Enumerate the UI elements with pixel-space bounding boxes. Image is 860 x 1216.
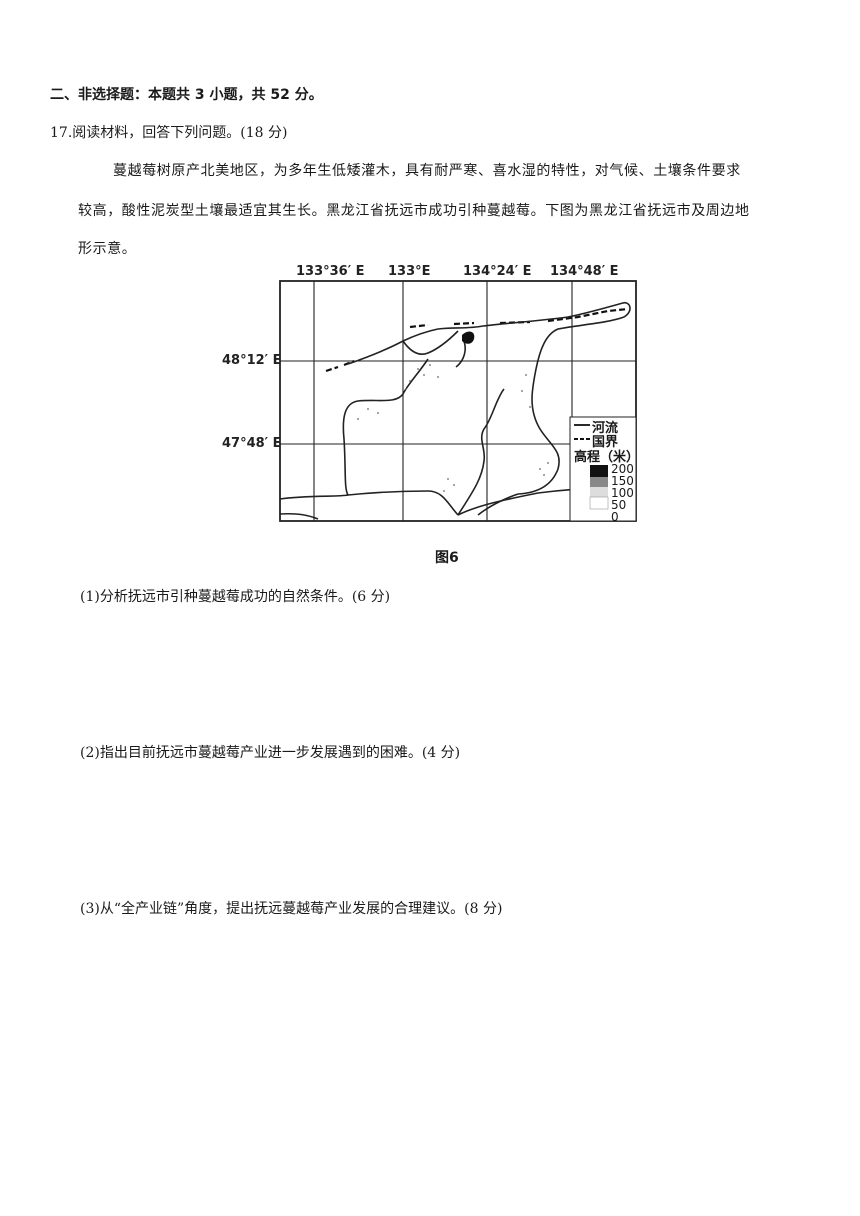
legend-river-label: 河流 (592, 421, 619, 436)
map-legend (569, 416, 637, 522)
longitude-label: 133°E (388, 264, 431, 279)
legend-elevation-title: 高程（米） (574, 450, 640, 465)
question-title: 17.阅读材料，回答下列问题。(18 分) (50, 125, 288, 141)
longitude-label: 134°48′ E (550, 264, 619, 279)
material-line-1: 蔓越莓树原产北美地区，为多年生低矮灌木，具有耐严寒、喜水湿的特性，对气候、土壤条… (113, 163, 741, 179)
legend-elevation-value: 50 (611, 498, 627, 512)
highland-patch (462, 331, 475, 344)
material-line-2: 较高，酸性泥炭型土壤最适宜其生长。黑龙江省抚远市成功引种蔓越莓。下图为黑龙江省抚… (78, 203, 750, 219)
terrain-map (279, 280, 637, 522)
legend-border-label: 国界 (592, 435, 619, 450)
legend-elevation-value: 0 (611, 510, 619, 524)
rivers (279, 301, 635, 520)
legend-elevation-value: 200 (611, 462, 634, 476)
legend-elevation-value: 100 (611, 486, 634, 500)
latitude-label: 47°48′ E (222, 436, 282, 451)
subquestion-3: (3)从“全产业链”角度，提出抚远蔓越莓产业发展的合理建议。(8 分) (80, 901, 503, 917)
longitude-label: 133°36′ E (296, 264, 365, 279)
lowland-stipple (357, 364, 549, 492)
material-line-3: 形示意。 (78, 241, 137, 257)
section-title: 二、非选择题：本题共 3 小题，共 52 分。 (50, 87, 323, 103)
subquestion-1: (1)分析抚远市引种蔓越莓成功的自然条件。(6 分) (80, 589, 391, 605)
longitude-label: 134°24′ E (463, 264, 532, 279)
legend-elevation-value: 150 (611, 474, 634, 488)
figure-caption: 图6 (435, 550, 459, 566)
subquestion-2: (2)指出目前抚远市蔓越莓产业进一步发展遇到的困难。(4 分) (80, 745, 461, 761)
latitude-label: 48°12′ E (222, 353, 282, 368)
